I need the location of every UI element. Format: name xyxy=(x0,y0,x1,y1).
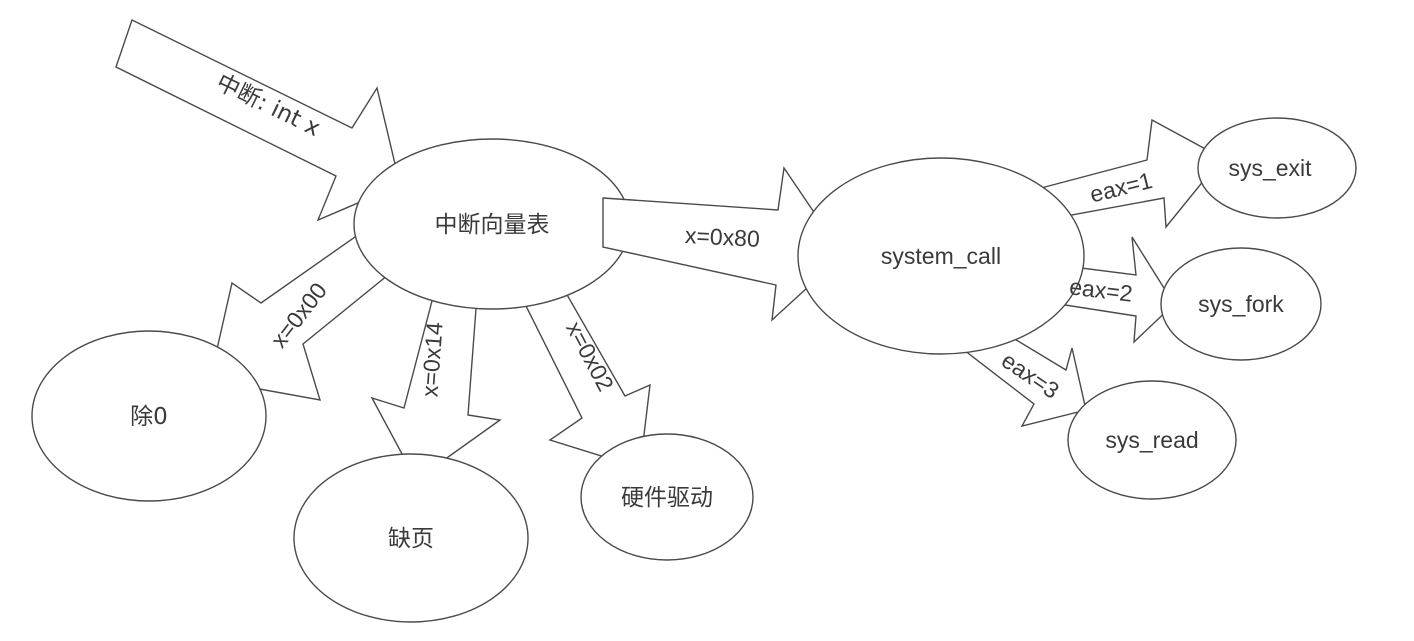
node-sys-exit: sys_exit xyxy=(1197,117,1357,219)
node-system-call: system_call xyxy=(797,157,1085,355)
arrow-x-0x14-label: x=0x14 xyxy=(416,321,447,398)
node-hardware-driver: 硬件驱动 xyxy=(580,433,754,561)
node-sys-exit-label: sys_exit xyxy=(1228,155,1312,181)
node-sys-fork: sys_fork xyxy=(1160,247,1322,361)
arrow-x-0x80-label: x=0x80 xyxy=(684,222,760,252)
node-hardware-driver-label: 硬件驱动 xyxy=(621,485,713,511)
arrow-interrupt-in xyxy=(115,19,401,222)
node-sys-read-label: sys_read xyxy=(1105,427,1198,453)
node-divide-zero: 除0 xyxy=(31,330,267,502)
node-divide-zero-label: 除0 xyxy=(130,404,168,430)
node-vector-table: 中断向量表 xyxy=(353,138,631,310)
node-page-fault: 缺页 xyxy=(293,453,529,623)
node-vector-table-label: 中断向量表 xyxy=(435,212,550,238)
node-page-fault-label: 缺页 xyxy=(388,526,434,552)
node-system-call-label: system_call xyxy=(881,243,1001,269)
node-sys-read: sys_read xyxy=(1067,380,1237,500)
node-sys-fork-label: sys_fork xyxy=(1198,291,1284,317)
